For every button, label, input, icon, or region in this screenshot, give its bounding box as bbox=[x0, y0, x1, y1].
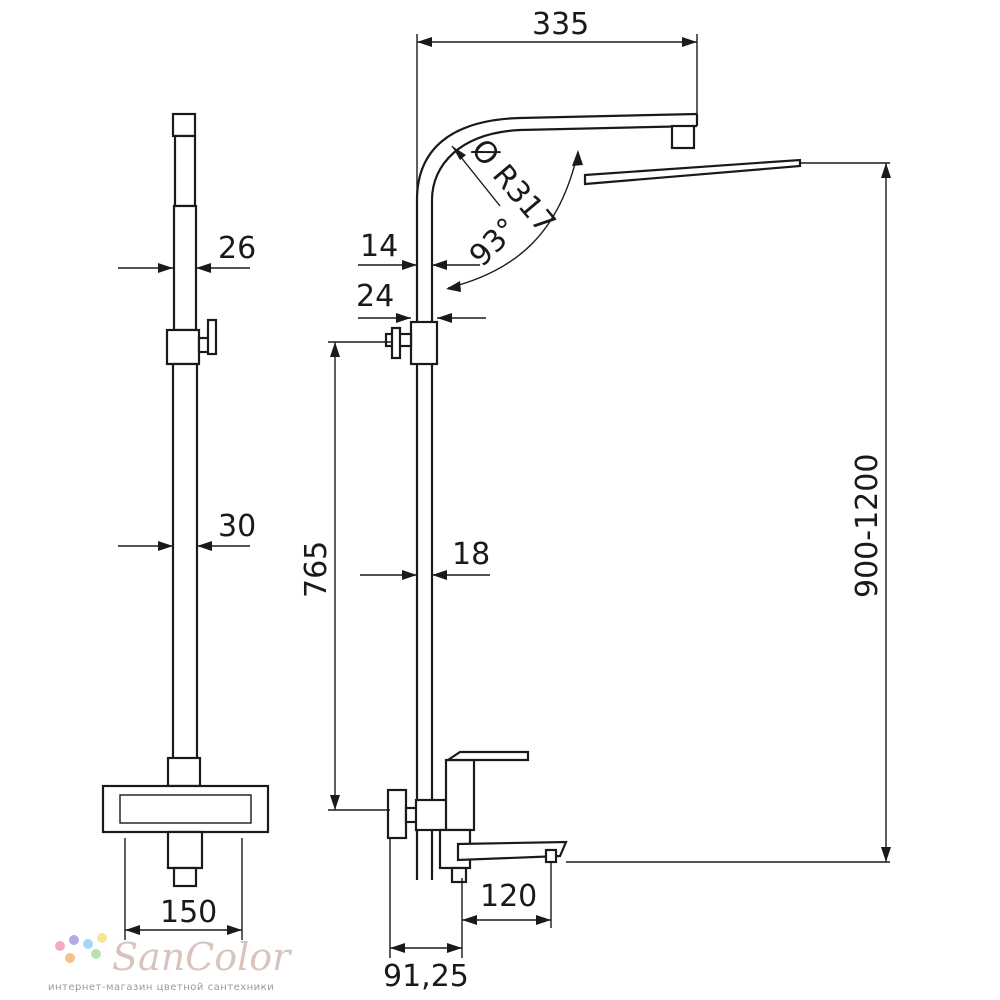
dim-26-label: 26 bbox=[218, 231, 256, 266]
mixer-body bbox=[101, 784, 270, 834]
logo-dot bbox=[69, 935, 79, 945]
slider-lever bbox=[206, 318, 218, 356]
angle-arc bbox=[447, 151, 579, 289]
slider-holder bbox=[165, 328, 201, 366]
logo-dot bbox=[83, 939, 93, 949]
dim-765-label: 765 bbox=[299, 541, 334, 598]
spout-tip bbox=[544, 848, 558, 864]
hand-shower-handle bbox=[173, 134, 197, 208]
dim-335-label: 335 bbox=[532, 7, 589, 42]
rail-connector bbox=[166, 756, 202, 788]
spout bbox=[456, 840, 568, 862]
logo-dot bbox=[55, 941, 65, 951]
head-mount bbox=[670, 124, 696, 150]
main-rail bbox=[171, 362, 199, 762]
dim-120-label: 120 bbox=[480, 879, 537, 914]
shower-head-plate bbox=[583, 158, 802, 186]
side-slider bbox=[409, 320, 439, 366]
front-view: 26 30 150 bbox=[101, 112, 270, 940]
logo-dot bbox=[97, 933, 107, 943]
logo-dot bbox=[91, 949, 101, 959]
dim-150-label: 150 bbox=[160, 895, 217, 930]
logo-tagline: интернет-магазин цветной сантехники bbox=[48, 982, 274, 993]
side-slider-lever bbox=[390, 326, 402, 360]
spout-bottom bbox=[450, 866, 468, 884]
dim-24-label: 24 bbox=[356, 279, 394, 314]
side-view: 335 Ø R317 93° 14 24 18 765 bbox=[299, 7, 891, 994]
sancolor-logo: SanColor интернет-магазин цветной сантех… bbox=[48, 933, 293, 993]
diverter bbox=[166, 830, 204, 870]
upper-rail bbox=[172, 204, 198, 332]
dim-30-label: 30 bbox=[218, 509, 256, 544]
shower-arm-outer bbox=[415, 112, 698, 201]
dim-900-1200-label: 900-1200 bbox=[850, 454, 885, 598]
logo-wordmark: SanColor bbox=[112, 935, 293, 979]
mixer-handle-side bbox=[386, 788, 408, 840]
dim-14-label: 14 bbox=[360, 229, 398, 264]
mixer-lever bbox=[444, 750, 530, 762]
spout-outlet bbox=[172, 866, 198, 888]
mixer-cartridge bbox=[444, 758, 476, 832]
logo-dot bbox=[65, 953, 75, 963]
hand-shower-head bbox=[171, 112, 197, 138]
dim-18-label: 18 bbox=[452, 537, 490, 572]
dim-91-25-label: 91,25 bbox=[383, 959, 469, 994]
mixer-face bbox=[119, 794, 252, 824]
